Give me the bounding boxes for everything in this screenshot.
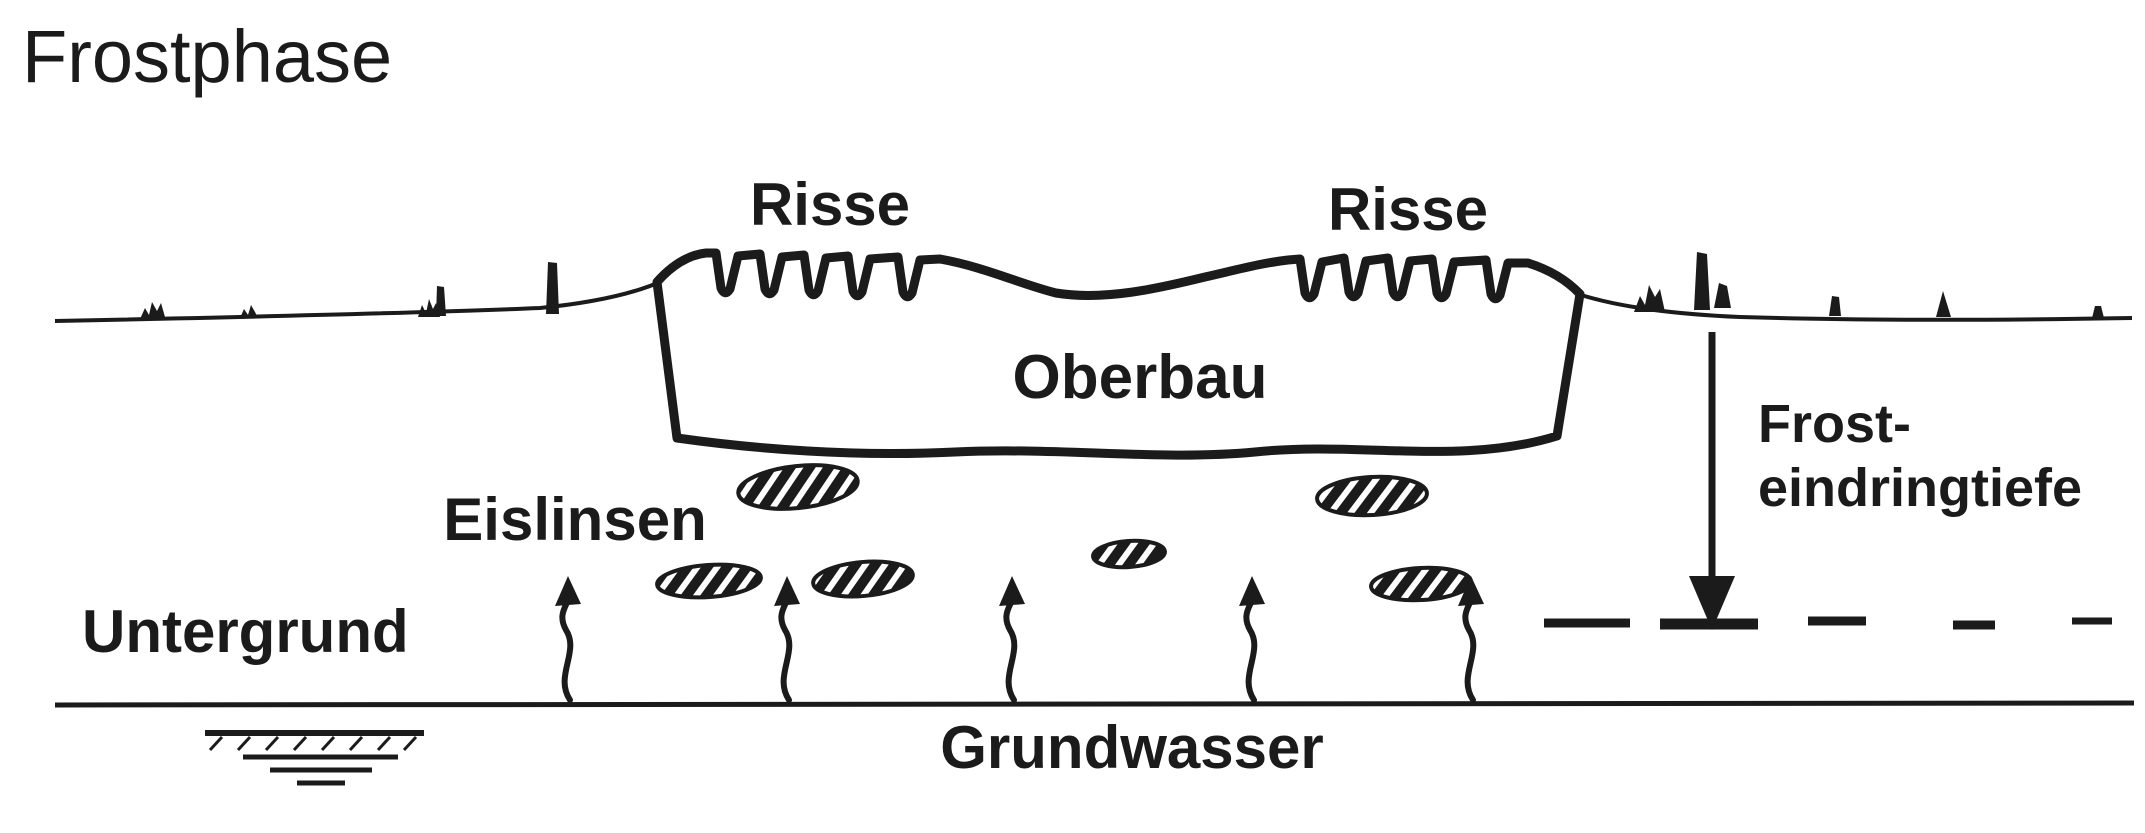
capillary-arrow <box>1458 576 1484 700</box>
groundwater-line <box>54 700 2135 708</box>
pavement-oberbau-outline <box>652 248 1585 460</box>
label-frost-depth-line2: eindringtiefe <box>1758 458 2082 518</box>
diagram-title: Frostphase <box>22 15 392 98</box>
ice-lenses <box>655 463 1473 603</box>
ice-lens <box>1091 538 1167 570</box>
label-untergrund: Untergrund <box>82 598 409 665</box>
ice-lens <box>736 463 860 511</box>
water-table-symbol <box>205 730 424 786</box>
ground-surface <box>54 252 2133 323</box>
capillary-arrow <box>774 576 800 700</box>
label-eislinsen: Eislinsen <box>443 486 706 553</box>
label-risse-left: Risse <box>750 171 910 238</box>
capillary-arrow <box>999 576 1025 700</box>
capillary-arrow <box>1239 576 1265 700</box>
horizon-silhouettes <box>140 252 2104 319</box>
capillary-arrow <box>555 576 581 700</box>
label-oberbau: Oberbau <box>1013 343 1268 412</box>
label-grundwasser: Grundwasser <box>940 714 1323 781</box>
frost-depth-indicator <box>1544 332 2112 630</box>
label-frost-depth-line1: Frost- <box>1758 394 1911 454</box>
ice-lens <box>1315 474 1429 518</box>
frost-depth-dashed-line <box>1544 616 2112 630</box>
ice-lens <box>1369 565 1473 603</box>
ice-lens <box>811 559 915 599</box>
groundwater <box>54 700 2135 786</box>
ground-line-right <box>1577 292 2133 322</box>
ice-lens <box>655 562 763 600</box>
frost-depth-arrowhead <box>1689 576 1735 630</box>
ground-line-left <box>54 280 661 323</box>
label-risse-right: Risse <box>1328 176 1488 243</box>
